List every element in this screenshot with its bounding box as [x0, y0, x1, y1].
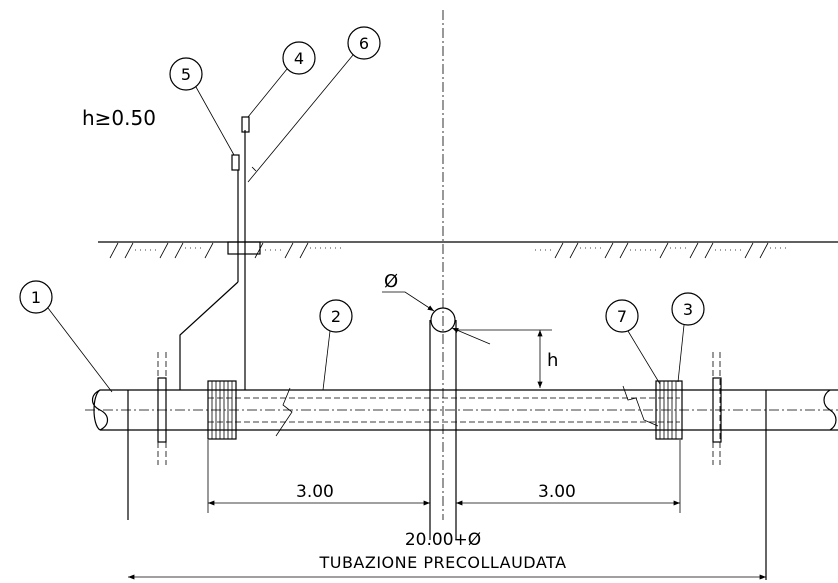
dim-left-label: 3.00 — [296, 482, 334, 502]
dim-total-label: 20.00+Ø — [405, 530, 481, 550]
break-left — [275, 387, 293, 437]
pipe-end-right — [823, 389, 837, 431]
callout-3: 3 — [671, 292, 705, 383]
callout-4: 4 — [247, 41, 316, 118]
callout-6: 6 — [247, 26, 381, 183]
h-min-label: h≥0.50 — [82, 106, 156, 130]
valve-4 — [241, 116, 250, 133]
svg-text:4: 4 — [294, 49, 304, 68]
svg-text:6: 6 — [359, 34, 369, 53]
ground-hatch-left — [109, 242, 345, 259]
flange-right — [712, 352, 722, 465]
svg-text:3: 3 — [683, 300, 693, 319]
valve-5 — [231, 154, 240, 171]
break-right — [622, 385, 659, 427]
coupling-left — [207, 380, 237, 440]
diameter-leader-2 — [451, 327, 491, 345]
callout-7: 7 — [605, 299, 661, 385]
coupling-right — [655, 380, 683, 440]
pipe-end-left — [91, 389, 109, 431]
svg-text:5: 5 — [181, 65, 191, 84]
callout-2: 2 — [319, 299, 353, 391]
h-label: h — [547, 350, 558, 371]
diameter-leader — [382, 291, 435, 312]
diameter-label: Ø — [384, 271, 398, 292]
ground-hatch-right — [535, 242, 790, 259]
flange-left — [157, 352, 167, 465]
tick-6 — [251, 166, 257, 172]
callout-1: 1 — [19, 280, 113, 393]
valve-pit — [227, 241, 261, 255]
svg-text:1: 1 — [31, 288, 41, 307]
svg-text:7: 7 — [617, 307, 627, 326]
dim-right-label: 3.00 — [538, 482, 576, 502]
svg-text:2: 2 — [331, 307, 341, 326]
callout-5: 5 — [169, 57, 235, 156]
caption: TUBAZIONE PRECOLLAUDATA — [318, 553, 566, 572]
riser-branch — [179, 281, 239, 390]
